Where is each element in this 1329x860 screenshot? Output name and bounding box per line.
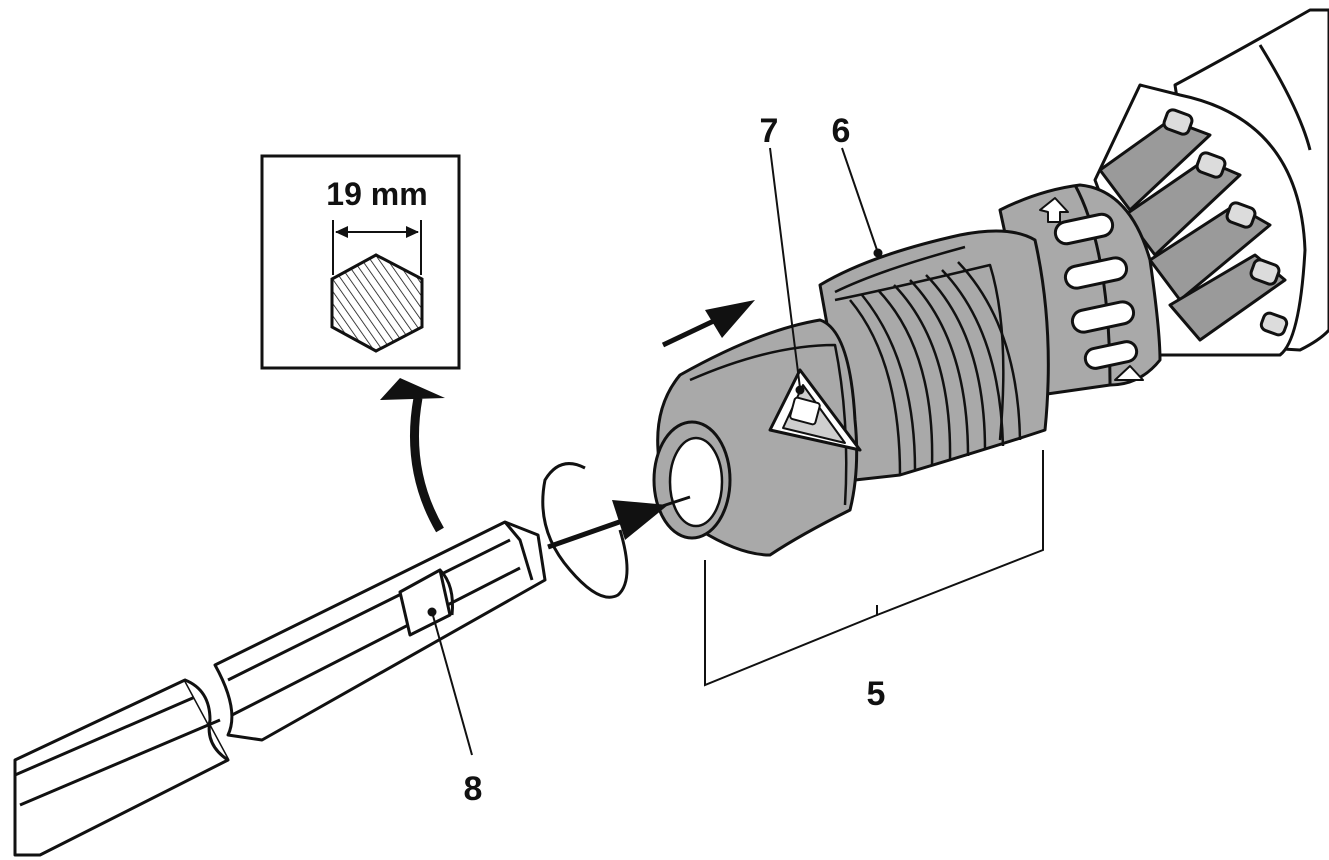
hex-shank-bit [13, 520, 547, 857]
callout-7: 7 [760, 112, 779, 150]
tool-collar-vents [1093, 83, 1307, 357]
callout-6: 6 [832, 112, 851, 150]
hex-size-inset [260, 154, 461, 370]
hex-size-label: 19 mm [326, 176, 427, 212]
callout-dot [873, 248, 883, 258]
hex-cross-section-icon [330, 253, 424, 353]
insert-direction-arrow-top [661, 300, 755, 348]
chuck-nose [652, 318, 862, 557]
insert-direction-arrow-center [547, 495, 691, 550]
chuck-bellows-dust-cap [818, 229, 1050, 482]
callout-8: 8 [464, 770, 483, 808]
callout-5: 5 [867, 675, 886, 713]
detail-callout-arrow [380, 378, 445, 533]
rotate-ring-icon [541, 462, 629, 599]
callout-leaders [431, 147, 1044, 756]
